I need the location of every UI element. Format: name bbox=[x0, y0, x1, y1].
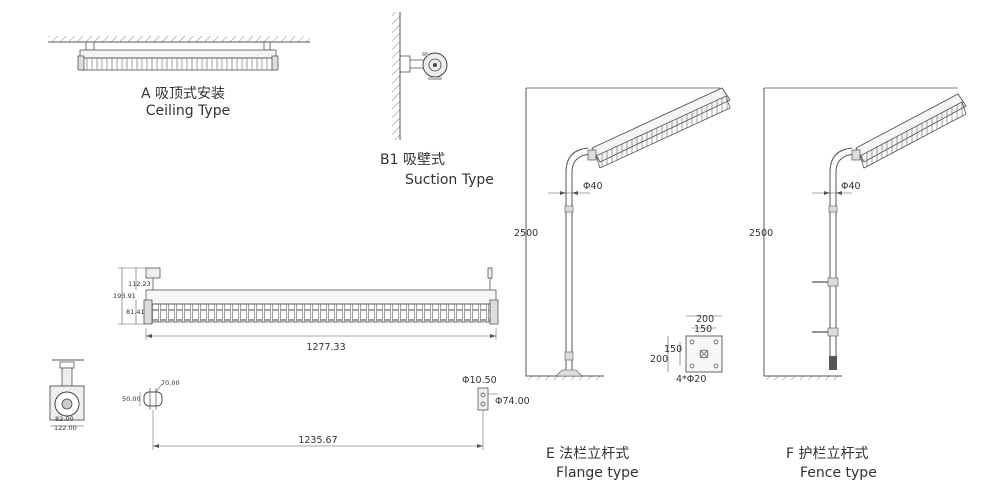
dim-height-top: 112.23 bbox=[128, 280, 151, 288]
ceiling-type-title-en: Ceiling Type bbox=[146, 103, 230, 119]
dim-end-hole: Φ10.50 bbox=[462, 375, 497, 386]
dim-end-dia: Φ74.00 bbox=[495, 396, 530, 407]
flange-type-title-en: Flange type bbox=[556, 465, 639, 481]
flange-type-title-cn: E 法栏立杆式 bbox=[546, 446, 629, 462]
suction-type-drawing bbox=[392, 12, 448, 140]
dim-pole-height-e: 2500 bbox=[514, 228, 538, 239]
dim-bracket-hole: 70.00 bbox=[161, 379, 180, 387]
dim-pole-height-f: 2500 bbox=[749, 228, 773, 239]
fence-type-title-en: Fence type bbox=[800, 465, 877, 481]
ceiling-type-title-cn: A 吸顶式安装 bbox=[141, 86, 225, 102]
dim-flange-inner-h: 150 bbox=[664, 344, 682, 355]
dim-height-total: 193.91 bbox=[113, 292, 136, 300]
dim-pole-dia-f: Φ40 bbox=[841, 181, 861, 192]
side-elevation-drawing bbox=[118, 267, 499, 340]
dim-flange-outer-h: 200 bbox=[650, 354, 668, 365]
dim-end-view-w1: 82.00 bbox=[55, 415, 74, 423]
dim-overall-length: 1277.33 bbox=[306, 342, 345, 353]
ceiling-type-drawing bbox=[48, 36, 310, 71]
dim-height-bottom: 81.41 bbox=[126, 308, 145, 316]
dim-bracket-width: 50.00 bbox=[122, 395, 141, 403]
dim-flange-outer-w: 200 bbox=[696, 314, 714, 325]
suction-type-title-en: Suction Type bbox=[405, 172, 494, 188]
fence-type-title-cn: F 护栏立杆式 bbox=[786, 446, 869, 462]
dim-end-view-w2: 122.00 bbox=[54, 424, 77, 432]
dim-flange-holes: 4*Φ20 bbox=[676, 374, 706, 385]
dim-flange-inner-w: 150 bbox=[694, 324, 712, 335]
flange-plate-drawing bbox=[667, 315, 723, 373]
suction-type-title-cn: B1 吸壁式 bbox=[380, 152, 445, 168]
dim-pole-dia-e: Φ40 bbox=[583, 181, 603, 192]
fence-type-drawing bbox=[763, 87, 967, 380]
dim-mount-spacing: 1235.67 bbox=[298, 435, 337, 446]
mounting-bracket-drawing bbox=[139, 383, 498, 450]
end-view-drawing bbox=[49, 359, 85, 427]
flange-type-drawing bbox=[525, 87, 731, 380]
